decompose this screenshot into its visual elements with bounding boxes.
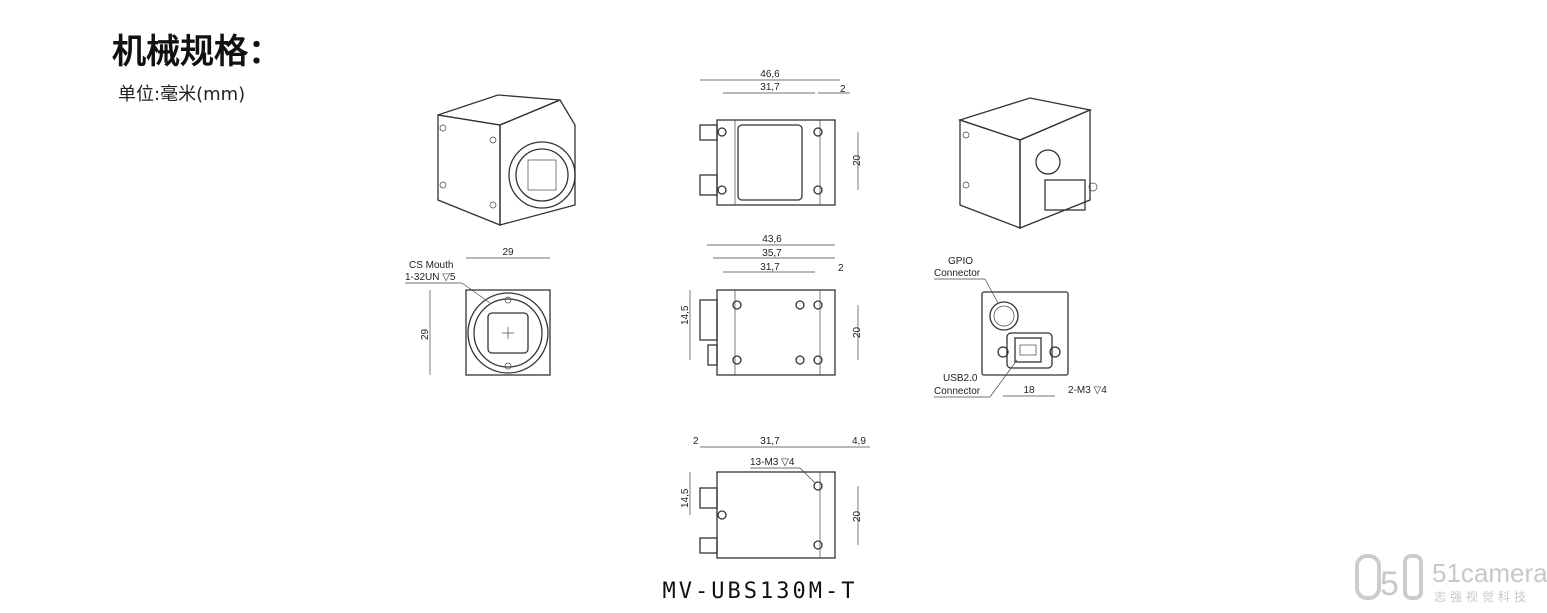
isometric-back-view (957, 97, 1098, 229)
side-mid-dim: 35,7 (762, 248, 782, 259)
side-hole-spacing: 20 (852, 326, 863, 338)
bottom-left-dim: 2 (693, 436, 699, 447)
back-holes-label: 2-M3 ▽4 (1068, 385, 1107, 396)
top-offset-dim: 2 (840, 84, 846, 95)
bottom-view: 2 31,7 4,9 13-M3 ▽4 14,5 20 (680, 436, 870, 559)
usb-hole-spacing: 18 (1023, 385, 1035, 396)
top-body-dim: 31,7 (760, 82, 780, 93)
svg-text:5: 5 (1380, 565, 1399, 603)
side-view: 43,6 35,7 31,7 2 14,5 20 (680, 234, 863, 376)
top-hole-spacing: 20 (852, 154, 863, 166)
bottom-hole-height: 14,5 (680, 488, 691, 508)
watermark-brand: 51camera (1432, 558, 1547, 588)
cs-mouth-label: CS Mouth (409, 260, 453, 271)
side-body-dim: 31,7 (760, 262, 780, 273)
watermark-logo: 5 51camera 志强视觉科技 (1355, 554, 1547, 604)
page-title: 机械规格： (112, 32, 282, 72)
model-name: MV-UBS130M-T (663, 579, 858, 604)
mount-thread-label: 1-32UN ▽5 (405, 272, 456, 283)
top-view: 46,6 31,7 2 20 (699, 69, 863, 206)
usb-connector-label: Connector (934, 386, 981, 397)
top-overall-dim: 46,6 (760, 69, 780, 80)
gpio-connector-label: Connector (934, 268, 981, 279)
usb-label: USB2.0 (943, 373, 978, 384)
bottom-right-dim: 4,9 (852, 436, 866, 447)
front-width-dim: 29 (502, 247, 514, 258)
watermark-sub: 志强视觉科技 (1434, 589, 1530, 604)
side-offset-dim: 2 (838, 263, 844, 274)
gpio-label: GPIO (948, 256, 973, 267)
side-hole-height: 14,5 (680, 305, 691, 325)
front-height-dim: 29 (420, 328, 431, 340)
bottom-holes-label: 13-M3 ▽4 (750, 457, 795, 468)
side-overall-dim: 43,6 (762, 234, 782, 245)
back-view: GPIO Connector USB2.0 Connector 18 2-M3 … (934, 256, 1107, 398)
bottom-hole-spacing: 20 (852, 510, 863, 522)
isometric-front-view (437, 94, 576, 226)
front-view: 29 29 CS Mouth 1-32UN ▽5 (405, 247, 551, 376)
bottom-body-dim: 31,7 (760, 436, 780, 447)
unit-label: 单位:毫米(mm) (118, 84, 246, 105)
